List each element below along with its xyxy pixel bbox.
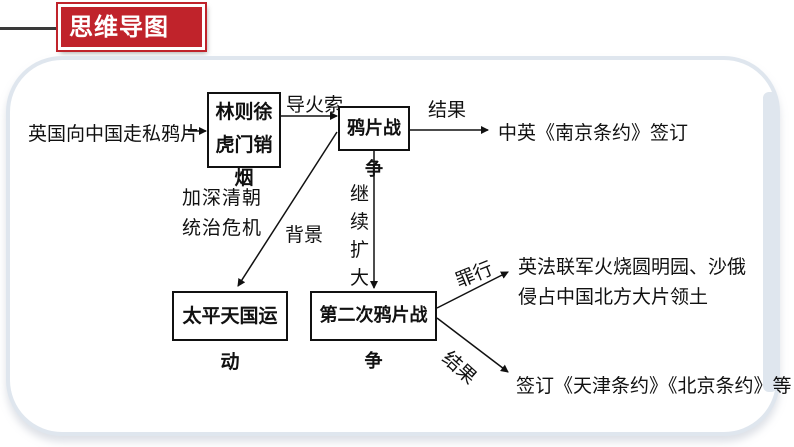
arrow-second-to-crimes [436,271,509,309]
edge-label-result-1: 结果 [428,99,467,121]
node-opium-war: 鸦片战争 [338,106,410,180]
node-lin-zexu: 林则徐虎门销烟 [207,92,281,189]
node-lin-zexu-label: 林则徐虎门销烟 [215,101,273,189]
node-taiping: 太平天国运动 [172,291,288,373]
node-crisis: 加深清朝统治危机 [182,187,263,239]
node-second-war-label: 第二次鸦片战争 [319,305,428,372]
edge-label-fuse: 导火索 [286,94,344,116]
frame-side-tab [763,92,777,392]
edge-label-background: 背景 [285,224,324,246]
node-nanjing-treaty: 中英《南京条约》签订 [498,122,689,144]
arrow-second-to-treaties [436,317,509,373]
node-taiping-label: 太平天国运动 [182,305,278,373]
section-title: 思维导图 [58,4,205,50]
node-source: 英国向中国走私鸦片 [28,123,200,145]
arrow-war-to-taiping [237,131,338,287]
edge-label-continue-expand: 继续扩大 [350,183,380,289]
node-opium-war-label: 鸦片战争 [347,118,401,180]
node-second-opium-war: 第二次鸦片战争 [310,291,437,372]
header-line [0,27,62,30]
node-crimes: 英法联军火烧圆明园、沙俄侵占中国北方大片领土 [518,256,747,308]
node-treaties: 签订《天津条约》《北京条约》等 [516,375,792,397]
